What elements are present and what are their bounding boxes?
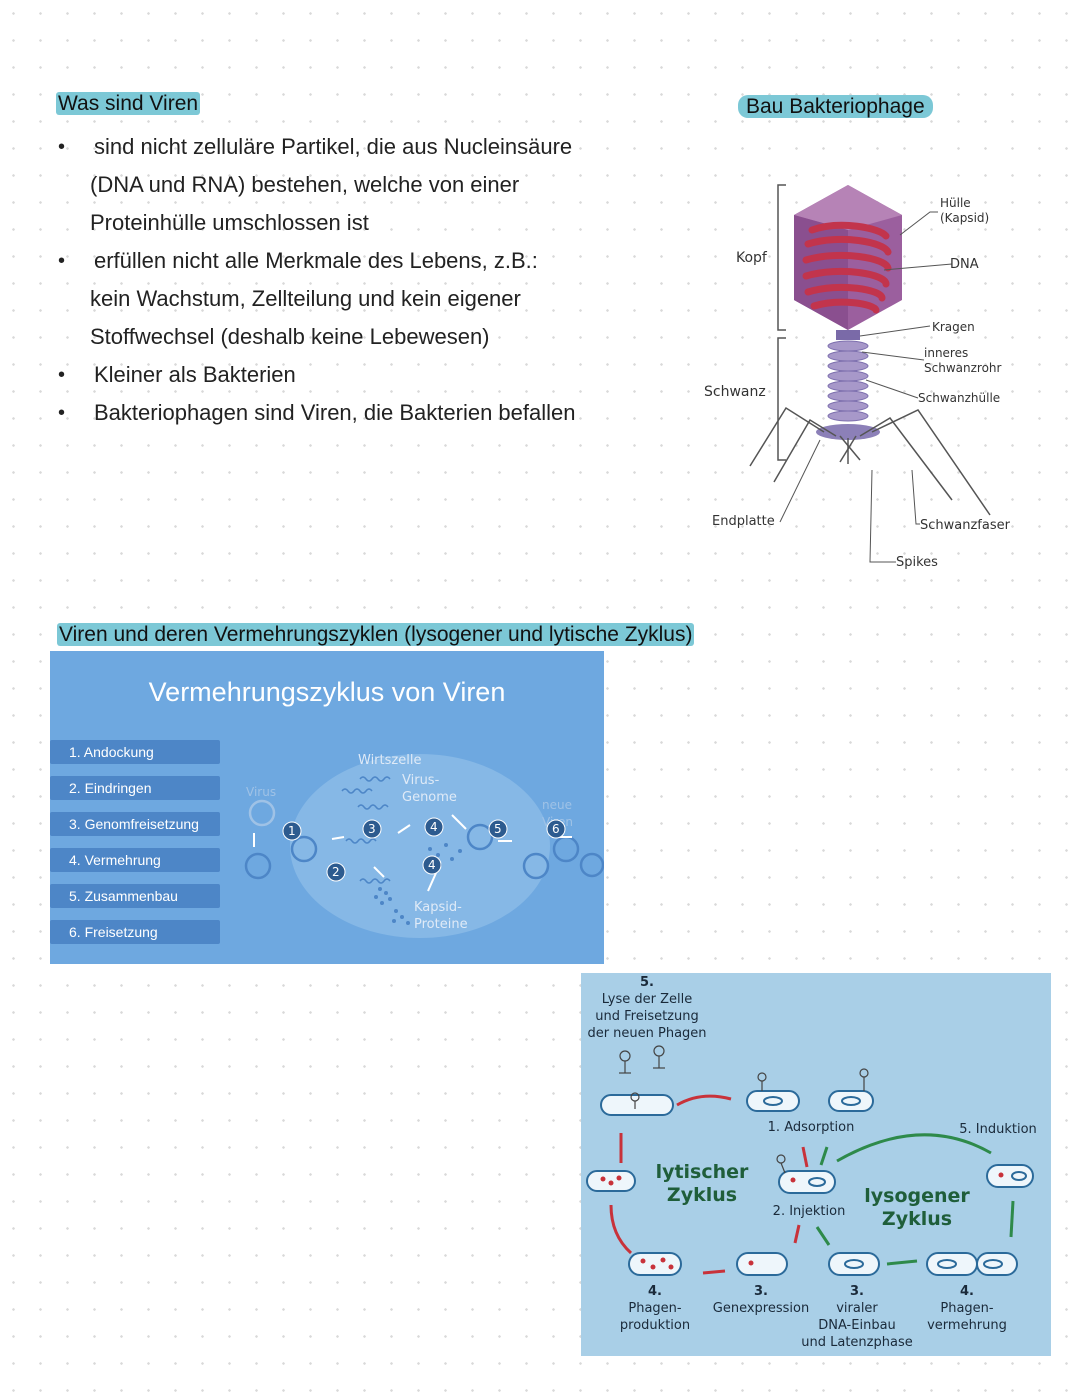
label-genexpression: 3. — [754, 1284, 768, 1299]
phage-icons — [619, 1045, 869, 1174]
svg-text:und Latenzphase: und Latenzphase — [801, 1335, 912, 1350]
label-lytischer-zyklus: lytischer — [656, 1161, 749, 1183]
label-neue-viren: neue — [542, 798, 572, 812]
svg-text:Phagen-: Phagen- — [940, 1301, 994, 1316]
cycle-diagram: Wirtszelle Virus Virus- Genome neue Vire… — [244, 753, 604, 938]
phage-heading: Bau Bakteriophage — [738, 95, 933, 119]
label-schwanz: Schwanz — [704, 384, 766, 400]
label-endplatte: Endplatte — [712, 514, 775, 529]
svg-text:vermehrung: vermehrung — [927, 1318, 1007, 1333]
lysogenic-arrows — [815, 1133, 1015, 1266]
svg-text:Zyklus: Zyklus — [882, 1208, 952, 1230]
label-dna-einbau: 3. — [850, 1284, 864, 1299]
label-lyse: 5. — [640, 975, 654, 990]
svg-text:der neuen Phagen: der neuen Phagen — [587, 1026, 706, 1041]
svg-text:4: 4 — [428, 858, 436, 872]
capsid-protein-dots-icon — [374, 843, 462, 925]
svg-text:Phagen-: Phagen- — [628, 1301, 682, 1316]
label-huelle: Hülle — [940, 196, 971, 210]
svg-text:1: 1 — [288, 824, 296, 838]
svg-text:Genome: Genome — [402, 790, 457, 805]
step-freisetzung: 6. Freisetzung — [50, 920, 220, 944]
label-phagenvermehrung: 4. — [960, 1284, 974, 1299]
label-dna: DNA — [950, 257, 979, 272]
viren-bullet-list: • sind nicht zelluläre Partikel, die aus… — [56, 128, 636, 432]
list-item: • Bakteriophagen sind Viren, die Bakteri… — [56, 394, 636, 432]
dna-coil-icon — [802, 221, 892, 314]
label-virus: Virus — [246, 785, 276, 799]
viral-dna-dots-icon — [600, 1172, 1004, 1270]
bacteria-cell-icons — [586, 1090, 1034, 1276]
phage-diagram: Kopf Schwanz Endplatte Hülle (Kapsid) DN… — [704, 184, 1011, 570]
tail-fibers-icon — [749, 406, 991, 516]
zyklen-heading: Viren und deren Vermehrungszyklen (lysog… — [57, 623, 695, 646]
lytic-lysogenic-panel: 5. Lyse der Zelle und Freisetzung der ne… — [581, 973, 1051, 1356]
vermehrungszyklus-panel: Vermehrungszyklus von Viren 1. Andockung… — [50, 651, 604, 964]
label-schwanzfaser: Schwanzfaser — [920, 518, 1011, 533]
bacterial-dna-icons — [763, 1096, 1027, 1269]
label-virus-genome: Virus- — [402, 773, 440, 788]
label-schwanzhuelle: Schwanzhülle — [918, 391, 1000, 405]
host-cell-icon — [290, 754, 550, 938]
label-kragen: Kragen — [932, 320, 975, 334]
bullet-icon: • — [58, 402, 66, 424]
step-genomfreisetzung: 3. Genomfreisetzung — [50, 812, 220, 836]
bullet-icon: • — [58, 364, 66, 386]
viren-heading: Was sind Viren — [56, 92, 201, 115]
step-andockung: 1. Andockung — [50, 740, 220, 764]
svg-text:produktion: produktion — [620, 1318, 690, 1333]
label-wirtszelle: Wirtszelle — [358, 753, 421, 768]
svg-text:4: 4 — [430, 820, 438, 834]
step-number-badges: 1 2 3 4 4 5 6 — [282, 817, 566, 882]
lytic-lysogenic-diagram: 5. Lyse der Zelle und Freisetzung der ne… — [586, 975, 1037, 1350]
label-spikes: Spikes — [896, 555, 938, 570]
label-inneres: inneres — [924, 346, 968, 360]
svg-text:2: 2 — [332, 865, 340, 879]
label-injektion: 2. Injektion — [773, 1204, 846, 1219]
panel-title: Vermehrungszyklus von Viren — [148, 677, 506, 707]
steps-list: 1. Andockung 2. Eindringen 3. Genomfreis… — [50, 740, 220, 956]
label-kapsid-proteine: Kapsid- — [414, 900, 462, 915]
bullet-icon: • — [58, 136, 66, 158]
svg-text:Proteine: Proteine — [414, 917, 468, 932]
svg-text:Genexpression: Genexpression — [713, 1301, 809, 1316]
label-induktion: 5. Induktion — [959, 1122, 1037, 1137]
step-eindringen: 2. Eindringen — [50, 776, 220, 800]
bullet-icon: • — [58, 250, 66, 272]
step-zusammenbau: 5. Zusammenbau — [50, 884, 220, 908]
label-lysogener-zyklus: lysogener — [864, 1185, 970, 1207]
collar-icon — [836, 330, 860, 340]
label-phagenproduktion: 4. — [648, 1284, 662, 1299]
svg-text:Zyklus: Zyklus — [667, 1184, 737, 1206]
label-adsorption: 1. Adsorption — [768, 1120, 855, 1135]
tail-icon — [827, 340, 869, 422]
genome-wave-icons — [341, 776, 391, 884]
label-kapsid: (Kapsid) — [940, 211, 989, 225]
svg-text:viraler: viraler — [836, 1301, 878, 1316]
svg-text:6: 6 — [552, 822, 560, 836]
list-item: • erfüllen nicht alle Merkmale des Leben… — [56, 242, 636, 356]
baseplate-icon — [816, 424, 880, 440]
svg-text:und Freisetzung: und Freisetzung — [595, 1009, 699, 1024]
list-item: • sind nicht zelluläre Partikel, die aus… — [56, 128, 636, 242]
cycle-arrows — [253, 814, 572, 892]
label-schwanzrohr: Schwanzrohr — [924, 361, 1002, 375]
list-item: • Kleiner als Bakterien — [56, 356, 636, 394]
svg-text:DNA-Einbau: DNA-Einbau — [818, 1318, 896, 1333]
svg-text:5: 5 — [494, 822, 502, 836]
lytic-arrows — [609, 1094, 809, 1275]
step-vermehrung: 4. Vermehrung — [50, 848, 220, 872]
svg-text:Lyse der Zelle: Lyse der Zelle — [602, 992, 693, 1007]
label-kopf: Kopf — [736, 250, 768, 266]
svg-text:3: 3 — [368, 822, 376, 836]
